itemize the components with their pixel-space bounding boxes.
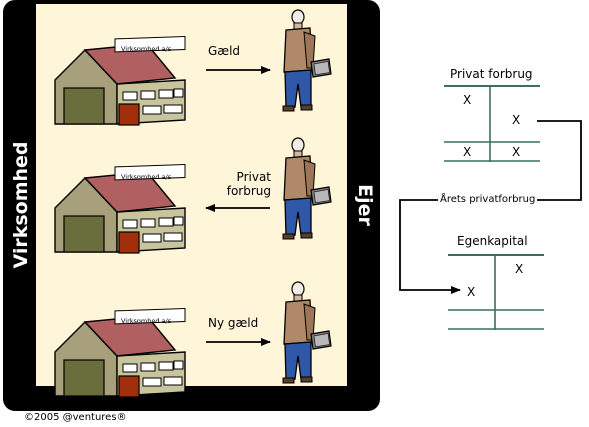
private-account: [444, 85, 540, 162]
copyright-notice: ©2005 @ventures®: [24, 412, 127, 423]
private-mark-debit: X: [463, 93, 472, 107]
equity-mark-credit: X: [515, 262, 524, 276]
equity-account-title: Egenkapital: [457, 234, 528, 248]
flow-label-0: Gæld: [208, 44, 241, 58]
equity-mark-debit: X: [467, 285, 476, 299]
transfer-label: Årets privatforbrug: [438, 194, 538, 205]
equity-account: [448, 254, 544, 330]
flow-label-2: Ny gæld: [208, 316, 259, 330]
private-mark-credit: X: [512, 113, 521, 127]
private-mark-total-debit: X: [463, 145, 472, 159]
private-mark-total-credit: X: [512, 145, 521, 159]
private-account-title: Privat forbrug: [450, 67, 533, 81]
